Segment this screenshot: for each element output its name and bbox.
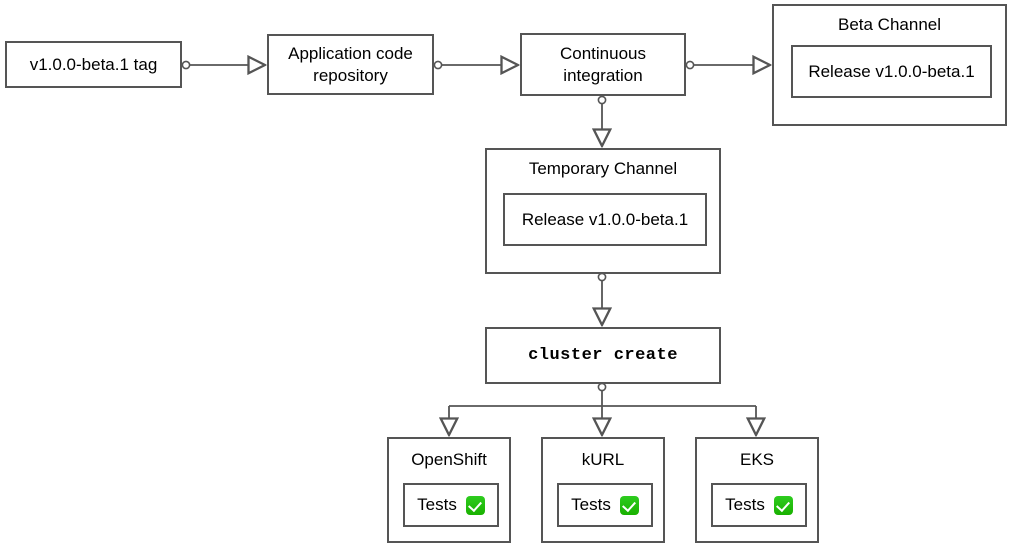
node-temporary-channel-title: Temporary Channel [528,159,678,178]
node-temporary-channel-release-label: Release v1.0.0-beta.1 [521,209,689,229]
node-eks-tests[interactable]: Tests [711,483,807,527]
node-tag[interactable]: v1.0.0-beta.1 tag [5,41,182,88]
node-beta-channel-release[interactable]: Release v1.0.0-beta.1 [791,45,992,98]
node-tag-label: v1.0.0-beta.1 tag [29,54,158,74]
node-eks[interactable]: EKS Tests [695,437,819,543]
white-check-mark-icon [773,495,793,515]
node-openshift-tests-label: Tests [417,495,457,515]
node-beta-channel-title: Beta Channel [837,15,942,34]
node-temporary-channel[interactable]: Temporary Channel Release v1.0.0-beta.1 [485,148,721,274]
edge-temporary-channel-to-cluster-create [598,272,605,325]
node-openshift-title: OpenShift [411,450,487,469]
node-continuous-integration[interactable]: Continuous integration [520,33,686,96]
node-beta-channel-release-label: Release v1.0.0-beta.1 [808,61,975,81]
edge-tag-to-repo [181,61,265,68]
node-kurl-tests-label: Tests [571,495,611,515]
edge-cluster-create-to-targets [449,382,756,435]
node-cluster-create-label: cluster create [528,345,678,365]
node-eks-tests-label: Tests [725,495,765,515]
node-application-code-repository-label: Application code repository [288,44,413,85]
node-beta-channel[interactable]: Beta Channel Release v1.0.0-beta.1 [772,4,1007,126]
node-continuous-integration-label: Continuous integration [559,44,646,85]
node-temporary-channel-release[interactable]: Release v1.0.0-beta.1 [503,193,707,246]
node-application-code-repository[interactable]: Application code repository [267,34,434,95]
node-kurl[interactable]: kURL Tests [541,437,665,543]
edge-ci-to-beta-channel [685,61,770,68]
node-eks-title: EKS [739,450,775,469]
white-check-mark-icon [465,495,485,515]
node-openshift-tests[interactable]: Tests [403,483,499,527]
white-check-mark-icon [619,495,639,515]
node-kurl-title: kURL [581,450,625,469]
node-cluster-create[interactable]: cluster create [485,327,721,384]
edge-repo-to-ci [433,61,518,68]
edge-ci-to-temporary-channel [598,95,605,146]
node-kurl-tests[interactable]: Tests [557,483,653,527]
node-openshift[interactable]: OpenShift Tests [387,437,511,543]
